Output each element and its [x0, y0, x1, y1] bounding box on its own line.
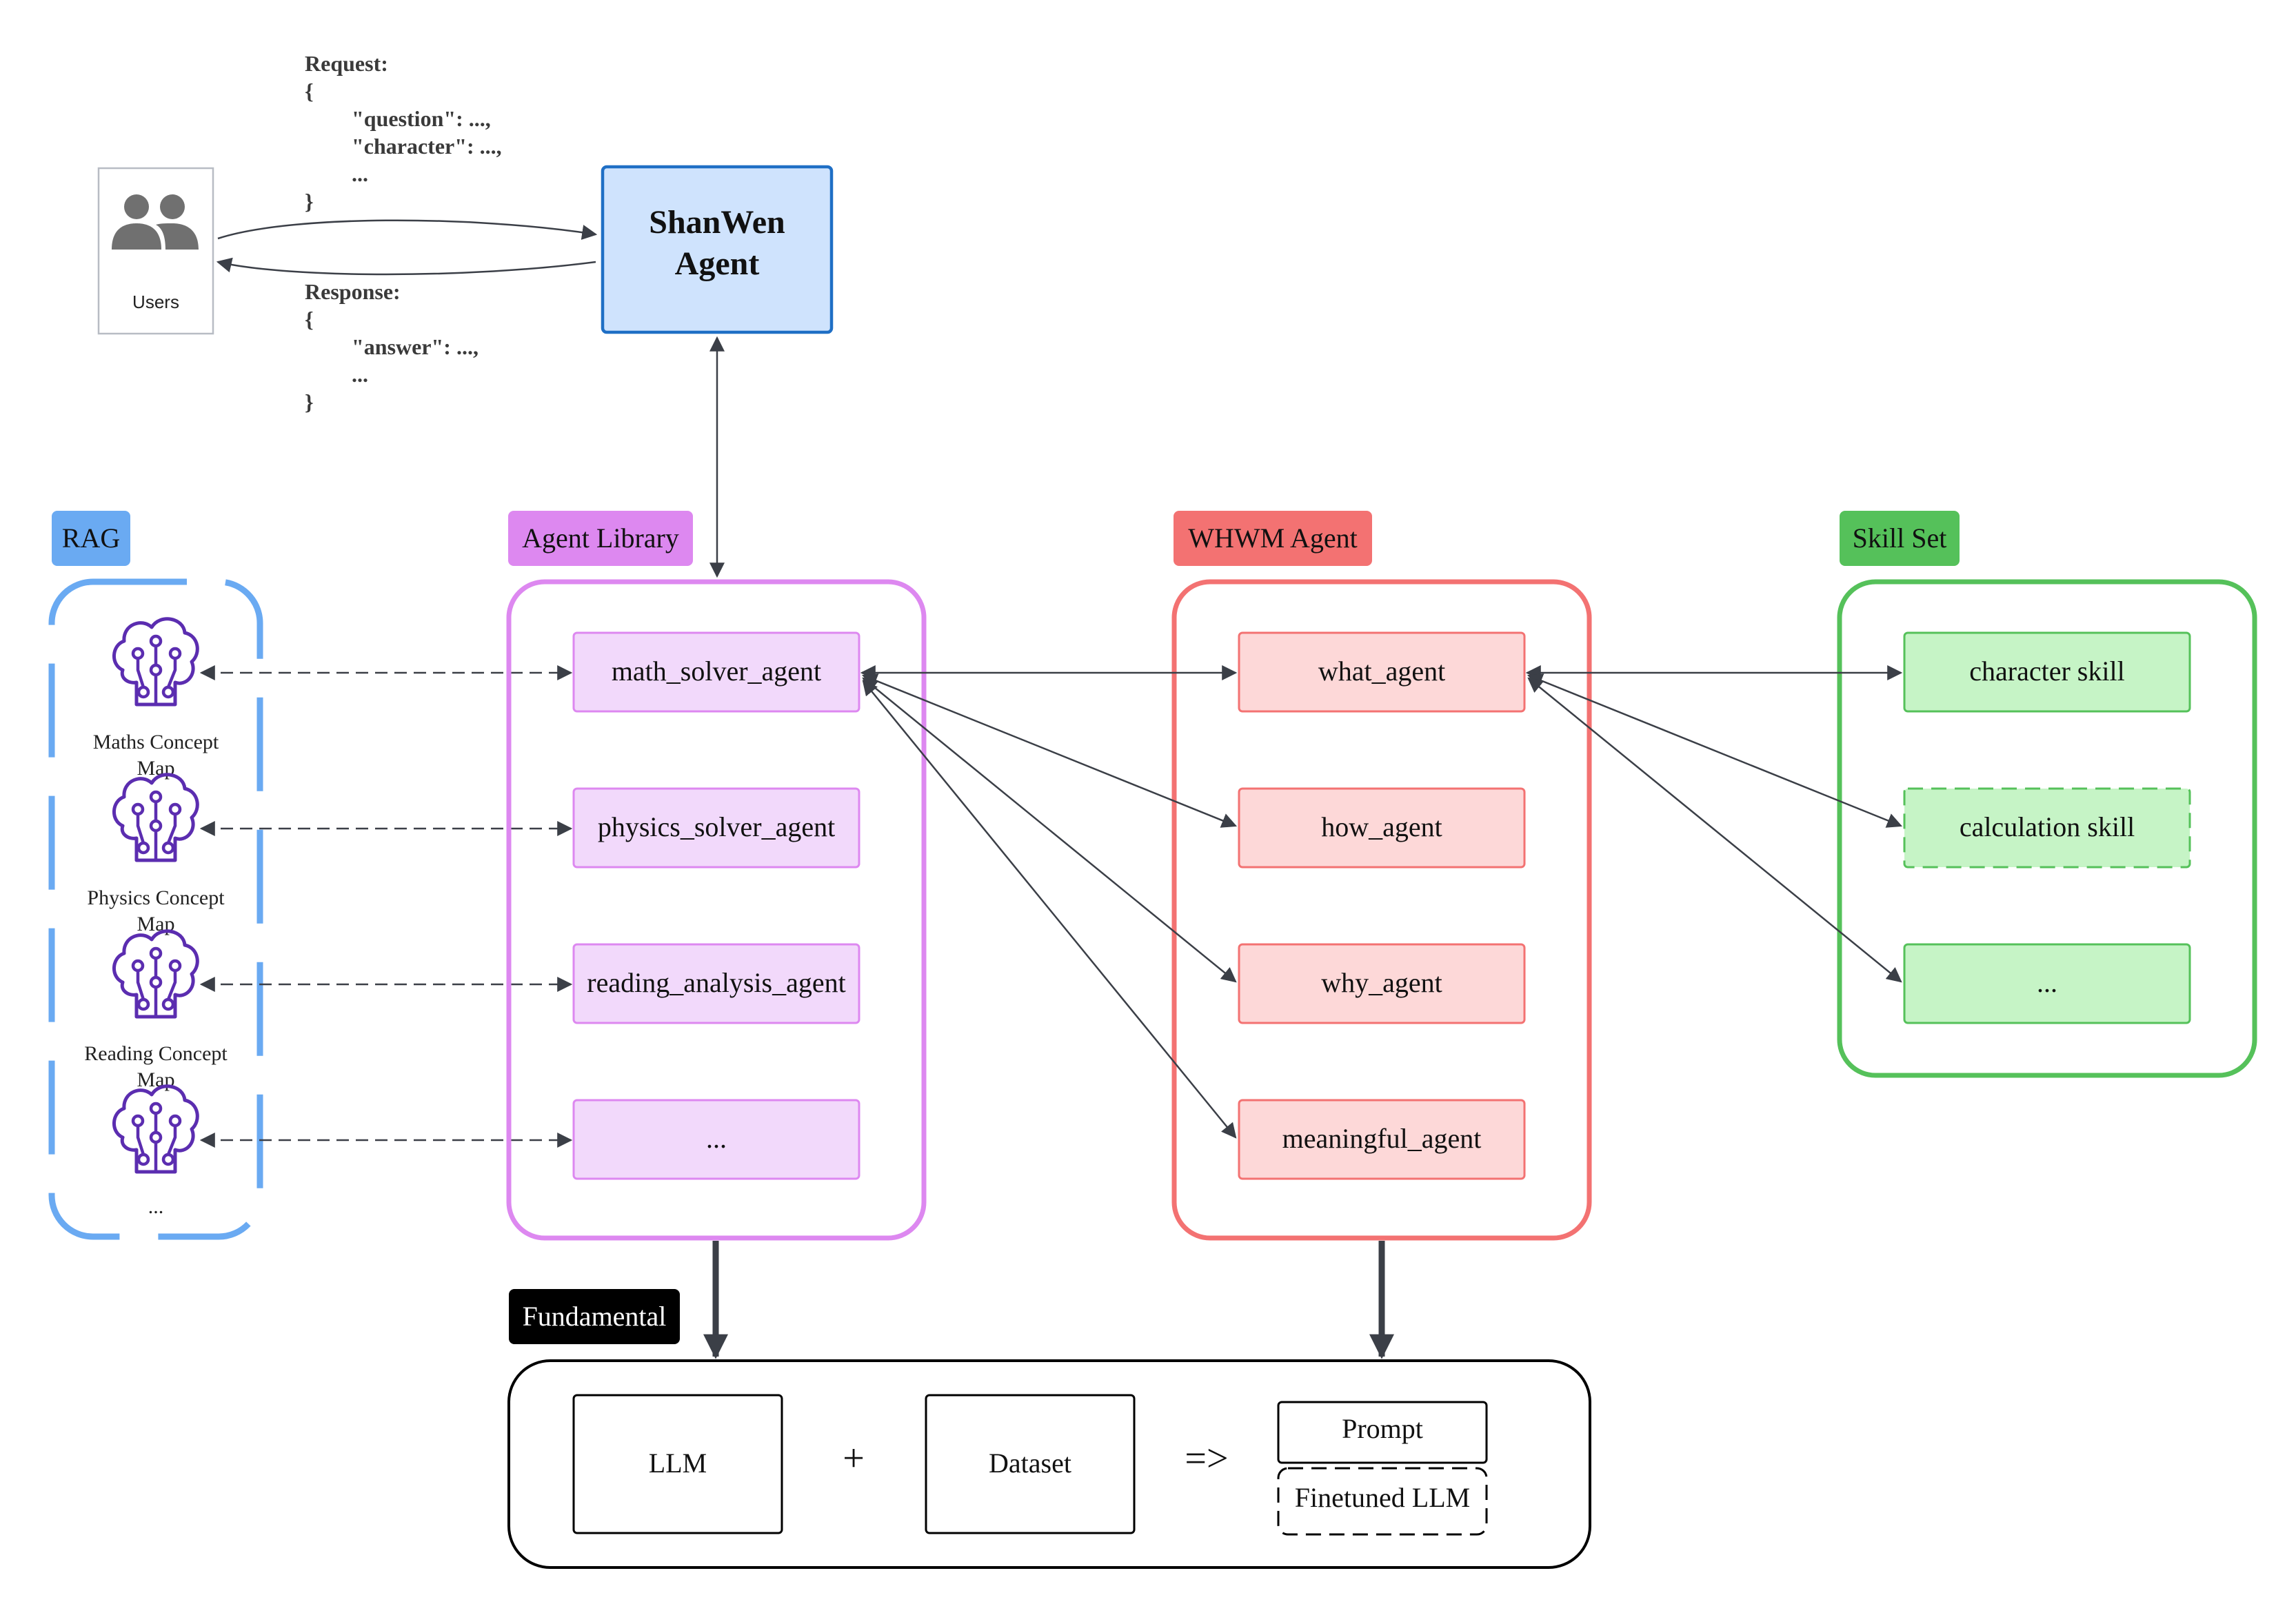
skill-set-tag: Skill Set [1840, 511, 1960, 566]
fundamental-tag-label: Fundamental [523, 1301, 667, 1332]
skill-label: calculation skill [1960, 811, 2135, 842]
whwm-skill-connector [1527, 677, 1902, 983]
users-label: Users [132, 292, 179, 312]
response-title: Response: [305, 279, 401, 304]
prompt-box[interactable]: Prompt [1277, 1401, 1488, 1464]
concept-map-icon [114, 1086, 197, 1172]
rag-item-label: Physics Concept [87, 886, 225, 909]
prompt-label: Prompt [1342, 1413, 1423, 1444]
agent-reading-analysis[interactable]: reading_analysis_agent [572, 943, 860, 1024]
whwm-what-agent[interactable]: what_agent [1238, 631, 1526, 713]
rag-item-more[interactable]: ... [114, 1086, 197, 1218]
rag-container [48, 578, 263, 1240]
fundamental-container [507, 1359, 1591, 1569]
concept-map-icon [114, 775, 197, 860]
whwm-agent-label: how_agent [1321, 811, 1442, 842]
dataset-label: Dataset [989, 1448, 1071, 1479]
rag-tag: RAG [52, 511, 130, 566]
rag-item-reading[interactable]: Reading Concept Map [84, 931, 228, 1091]
rag-item-maths[interactable]: Maths Concept Map [93, 619, 219, 780]
shanwen-agent-box[interactable]: ShanWen Agent [601, 165, 834, 334]
response-arrow [216, 257, 596, 276]
response-line: } [305, 389, 314, 414]
agent-library-tag-label: Agent Library [522, 523, 679, 554]
skill-set-tag-label: Skill Set [1853, 523, 1947, 554]
whwm-agent-tag-label: WHWM Agent [1188, 523, 1358, 554]
request-line: { [305, 79, 314, 103]
shanwen-title-line: Agent [675, 245, 760, 282]
shanwen-title-line: ShanWen [649, 204, 785, 241]
request-line: ... [352, 161, 368, 186]
agent-physics-solver[interactable]: physics_solver_agent [572, 787, 860, 869]
whwm-skill-connector [1527, 673, 1903, 828]
agent-label: physics_solver_agent [598, 811, 835, 842]
dataset-box[interactable]: Dataset [925, 1394, 1136, 1534]
agent-label: reading_analysis_agent [587, 967, 845, 998]
whwm-agent-label: what_agent [1318, 656, 1445, 687]
finetuned-llm-box[interactable]: Finetuned LLM [1277, 1467, 1488, 1536]
concept-map-icon [114, 619, 197, 704]
agent-label: math_solver_agent [612, 656, 821, 687]
whwm-agent-tag: WHWM Agent [1174, 511, 1372, 566]
agent-math-solver[interactable]: math_solver_agent [572, 631, 860, 713]
agent-label: ... [706, 1123, 727, 1154]
request-line: "character": ..., [352, 134, 502, 159]
implies-arrow: => [1185, 1437, 1228, 1480]
whwm-how-agent[interactable]: how_agent [1238, 787, 1526, 869]
skill-calculation[interactable]: calculation skill [1903, 787, 2191, 869]
rag-item-label: ... [148, 1195, 164, 1218]
skill-label: ... [2037, 967, 2057, 998]
rag-tag-label: RAG [62, 523, 120, 554]
library-whwm-connector [862, 677, 1237, 983]
request-line: } [305, 189, 314, 214]
request-title: Request: [305, 51, 388, 76]
skill-character[interactable]: character skill [1903, 631, 2191, 713]
llm-box[interactable]: LLM [572, 1394, 783, 1534]
whwm-agent-label: meaningful_agent [1282, 1123, 1482, 1154]
skill-more[interactable]: ... [1903, 943, 2191, 1024]
agent-more[interactable]: ... [572, 1099, 860, 1180]
request-arrow [217, 219, 598, 240]
request-line: "question": ..., [352, 106, 491, 131]
concept-map-icon [114, 931, 197, 1017]
users-node[interactable]: Users [97, 167, 214, 335]
finetuned-llm-label: Finetuned LLM [1295, 1482, 1470, 1513]
response-line: { [305, 307, 314, 332]
response-line: "answer": ..., [352, 334, 479, 359]
users-icon [112, 194, 199, 250]
llm-label: LLM [649, 1448, 707, 1479]
response-line: ... [352, 362, 368, 387]
whwm-agent-label: why_agent [1321, 967, 1442, 998]
whwm-meaningful-agent[interactable]: meaningful_agent [1238, 1099, 1526, 1180]
fundamental-tag: Fundamental [509, 1289, 680, 1344]
agent-library-tag: Agent Library [508, 511, 693, 566]
rag-item-label: Maths Concept [93, 731, 219, 753]
request-block: Request: { "question": ..., "character":… [305, 51, 502, 214]
library-whwm-connector [862, 680, 1237, 1139]
skill-label: character skill [1969, 656, 2124, 687]
whwm-why-agent[interactable]: why_agent [1238, 943, 1526, 1024]
plus-sign: + [843, 1437, 865, 1480]
rag-item-physics[interactable]: Physics Concept Map [87, 775, 225, 935]
rag-item-label: Reading Concept [84, 1042, 228, 1065]
response-block: Response: { "answer": ..., ... } [305, 279, 479, 414]
